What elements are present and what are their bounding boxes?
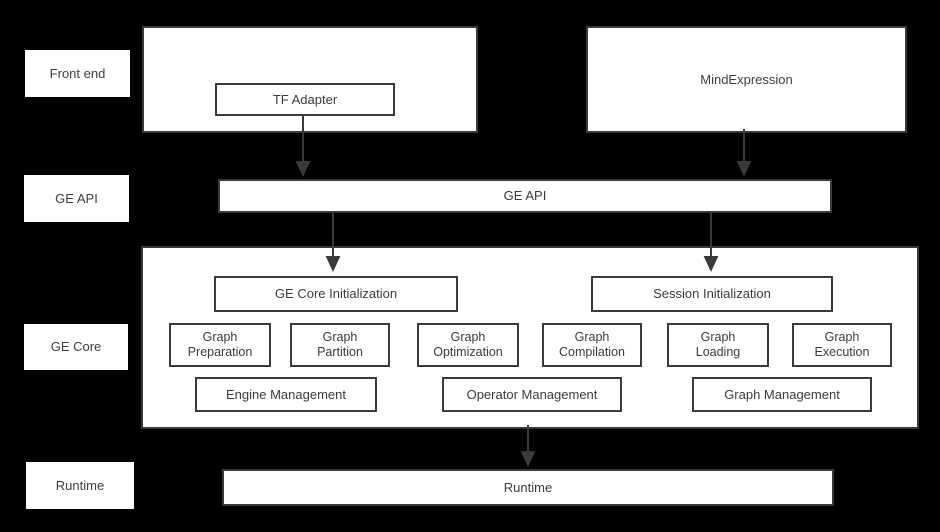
operator-management-node[interactable]: Operator Management [442,377,622,412]
mindexpression-container[interactable]: MindExpression [586,26,907,133]
stage-label-front-end: Front end [25,50,130,97]
stage-label-ge-api: GE API [24,175,129,222]
graph-execution-node[interactable]: Graph Execution [792,323,892,367]
graph-partition-node[interactable]: Graph Partition [290,323,390,367]
engine-management-node[interactable]: Engine Management [195,377,377,412]
graph-loading-node[interactable]: Graph Loading [667,323,769,367]
graph-preparation-node[interactable]: Graph Preparation [169,323,271,367]
tf-adapter-node[interactable]: TF Adapter [215,83,395,116]
graph-optimization-node[interactable]: Graph Optimization [417,323,519,367]
ge-core-container[interactable]: GE Core Initialization Session Initializ… [141,246,919,429]
graph-compilation-node[interactable]: Graph Compilation [542,323,642,367]
stage-label-ge-core: GE Core [24,324,128,370]
session-initialization-node[interactable]: Session Initialization [591,276,833,312]
runtime-bar[interactable]: Runtime [222,469,834,506]
tensorflow-container[interactable]: Tensorflow TF Adapter [142,26,478,133]
graph-management-node[interactable]: Graph Management [692,377,872,412]
mindexpression-title: MindExpression [700,72,793,87]
ge-api-bar[interactable]: GE API [218,179,832,213]
ge-core-initialization-node[interactable]: GE Core Initialization [214,276,458,312]
stage-label-runtime: Runtime [26,462,134,509]
